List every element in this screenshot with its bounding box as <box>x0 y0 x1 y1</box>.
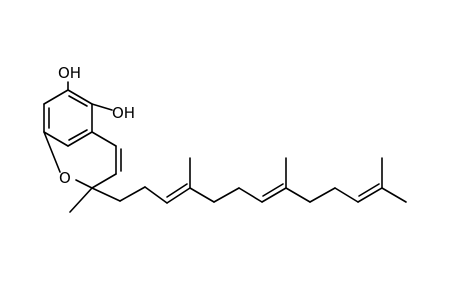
bond-chain-8 <box>261 187 287 203</box>
bond-chain-5 <box>189 187 215 203</box>
bond-chain-3 <box>144 186 168 204</box>
bond-chain-6 <box>213 187 240 203</box>
bond-ar-3 <box>67 131 93 147</box>
bond-pyran-4 <box>75 179 93 189</box>
bond-chain-12b <box>358 183 380 197</box>
bond-ar-6 <box>43 89 69 105</box>
oh-right-label: OH <box>112 104 135 122</box>
bond-c-oh-right <box>91 103 113 111</box>
bond-chain-me4 <box>381 187 407 203</box>
bond-chain-11 <box>334 187 359 203</box>
bond-ar-1 <box>67 89 93 105</box>
bond-ar-4 <box>43 131 69 147</box>
bond-chain-8b <box>262 183 284 197</box>
bond-chain-12 <box>357 187 383 203</box>
bond-chain-9 <box>285 187 311 203</box>
bond-chain-2 <box>119 186 146 202</box>
oh-top-label: OH <box>58 64 81 82</box>
bond-chain-7 <box>238 187 263 203</box>
bond-chain-10 <box>309 187 336 203</box>
bond-chain-1 <box>91 187 121 202</box>
bond-pyran-5 <box>43 131 61 173</box>
bond-pyran-3 <box>91 173 117 189</box>
bond-ar-inner-1 <box>68 95 88 107</box>
bond-pyran-1 <box>91 131 117 147</box>
bond-chain-4b <box>166 183 188 198</box>
bond-c2-methyl <box>69 187 93 213</box>
bond-ar-inner-2 <box>68 129 88 141</box>
bond-chain-4 <box>166 187 191 204</box>
ring-oxygen-label: O <box>59 169 71 187</box>
